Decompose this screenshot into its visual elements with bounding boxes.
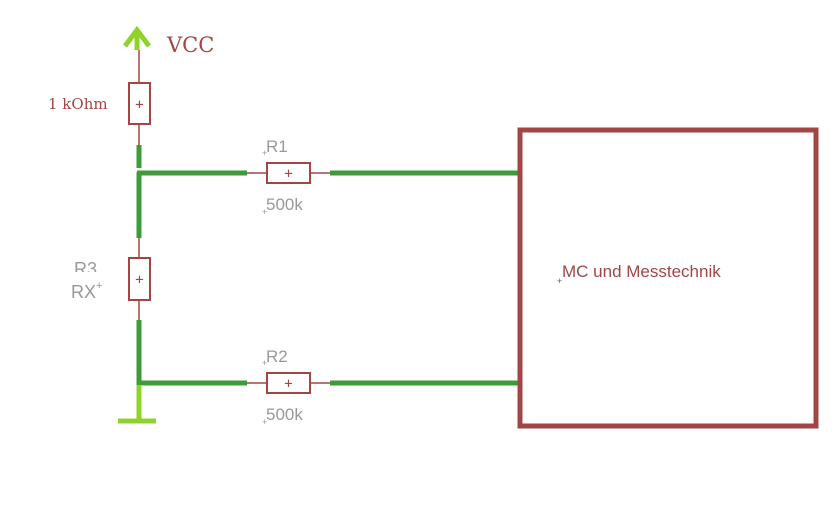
resistor-rx[interactable]: + <box>128 257 151 301</box>
mc-block-label: MC und Messtechnik <box>562 262 721 281</box>
mc-block-origin-cross: + <box>557 276 562 286</box>
rx-faded-label-clip: R3 <box>74 259 97 279</box>
resistor-body <box>266 372 311 394</box>
resistor-plus-mark: + <box>284 376 292 392</box>
resistor-body <box>266 162 311 184</box>
r2-name: R2 <box>266 347 288 366</box>
ground-symbol[interactable] <box>118 385 156 424</box>
resistor-r1[interactable]: + <box>266 162 311 184</box>
vcc-label: VCC <box>166 33 214 57</box>
resistor-plus-mark: + <box>135 272 143 288</box>
resistor-body <box>128 82 151 125</box>
r2-origin-cross: + <box>262 417 267 427</box>
r1-name: R1 <box>266 137 288 156</box>
rx-plus-mark: + <box>96 280 102 292</box>
r2-value: 500k <box>266 405 303 424</box>
resistor-1kohm-value: 1 kOhm <box>48 95 108 113</box>
rx-label: RX <box>71 282 96 302</box>
resistor-plus-mark: + <box>284 166 292 182</box>
vcc-symbol[interactable] <box>123 25 151 50</box>
r1-origin-cross: + <box>262 148 267 158</box>
resistor-1kohm[interactable]: + <box>128 82 151 125</box>
resistor-body <box>128 257 151 301</box>
component-leads <box>138 50 330 384</box>
wire-net[interactable] <box>136 145 521 386</box>
resistor-r2[interactable]: + <box>266 372 311 394</box>
r2-origin-cross: + <box>262 358 267 368</box>
r1-value: 500k <box>266 195 303 214</box>
r1-origin-cross: + <box>262 207 267 217</box>
rx-faded-label: R3 <box>74 259 97 279</box>
vcc-arrow-icon <box>123 25 151 48</box>
resistor-plus-mark: + <box>135 97 143 113</box>
mc-block[interactable] <box>517 127 819 429</box>
